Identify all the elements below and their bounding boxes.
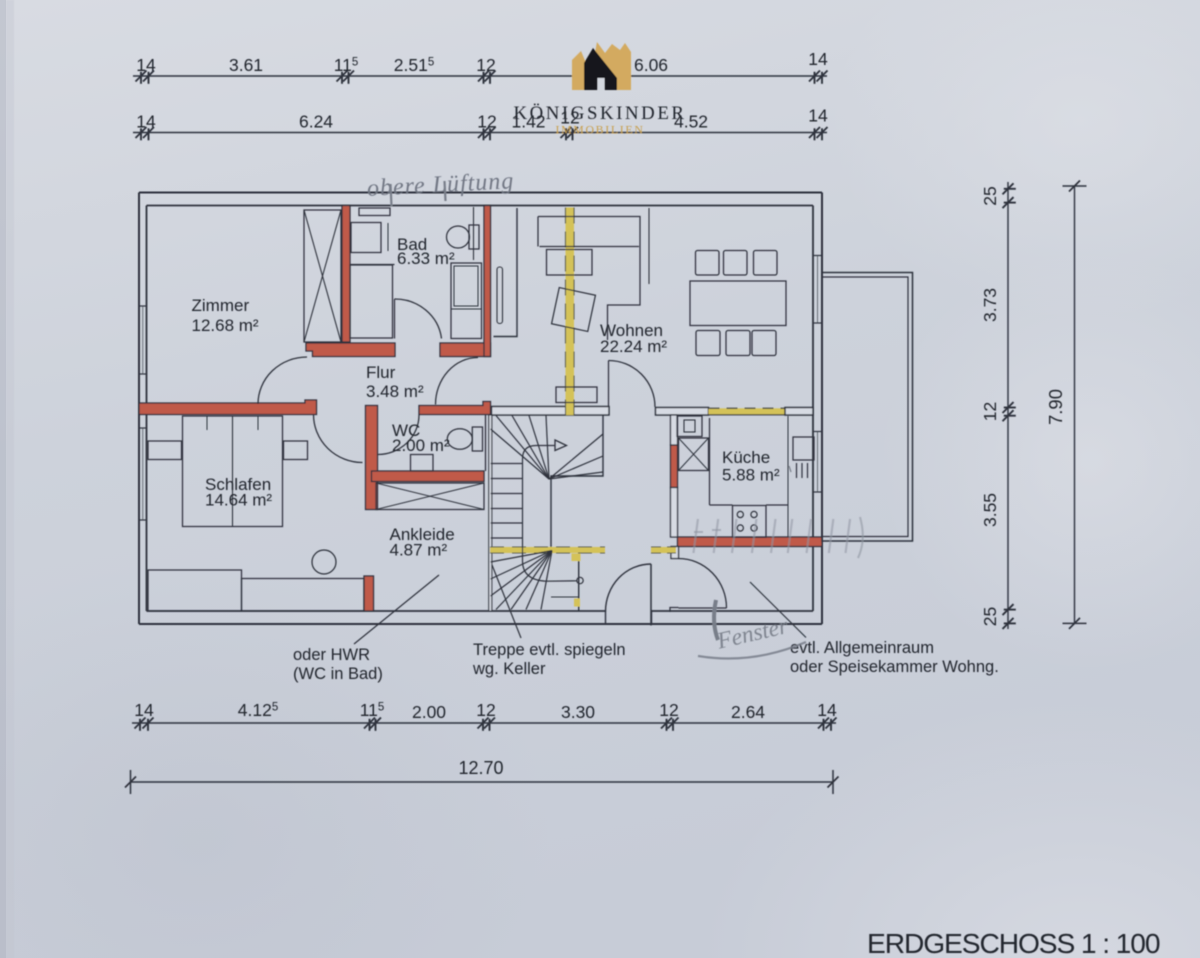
svg-text:3.30: 3.30 [561, 702, 595, 722]
svg-text:25: 25 [980, 607, 1000, 626]
svg-text:7.90: 7.90 [1045, 389, 1066, 425]
svg-text:12: 12 [476, 700, 495, 720]
svg-text:14: 14 [134, 700, 154, 720]
svg-text:Ankleide: Ankleide [390, 525, 455, 544]
svg-text:22.24 m²: 22.24 m² [600, 337, 667, 356]
svg-text:12: 12 [980, 402, 1000, 421]
svg-text:3.55: 3.55 [980, 493, 1000, 527]
svg-text:Bad: Bad [397, 235, 427, 254]
svg-text:Flur: Flur [366, 363, 396, 382]
svg-text:wg. Keller: wg. Keller [472, 660, 546, 678]
svg-text:12.68 m²: 12.68 m² [192, 316, 259, 335]
svg-text:6.24: 6.24 [299, 112, 333, 132]
svg-text:evtl. Allgemeinraum: evtl. Allgemeinraum [790, 639, 934, 657]
svg-text:4.52: 4.52 [674, 112, 708, 132]
svg-text:14.64 m²: 14.64 m² [205, 491, 272, 510]
svg-text:14: 14 [808, 106, 828, 126]
svg-text:4.87 m²: 4.87 m² [390, 541, 448, 560]
svg-text:Treppe evtl. spiegeln: Treppe evtl. spiegeln [473, 641, 626, 659]
svg-text:3.61: 3.61 [229, 55, 263, 75]
svg-text:12: 12 [659, 700, 678, 720]
svg-text:ERDGESCHOSS 1 : 100: ERDGESCHOSS 1 : 100 [867, 927, 1160, 958]
svg-text:Wohnen: Wohnen [600, 321, 663, 340]
svg-text:3.73: 3.73 [980, 288, 1000, 322]
svg-text:Schlafen: Schlafen [205, 475, 271, 494]
svg-text:2.64: 2.64 [731, 702, 765, 722]
svg-text:14: 14 [808, 49, 828, 69]
svg-text:12: 12 [477, 112, 496, 132]
svg-text:14: 14 [136, 55, 156, 75]
svg-text:12: 12 [476, 55, 495, 75]
svg-text:12: 12 [560, 108, 579, 128]
svg-text:6.06: 6.06 [634, 55, 668, 75]
svg-text:25: 25 [980, 186, 1000, 205]
svg-text:WC: WC [392, 421, 420, 440]
svg-text:5.88 m²: 5.88 m² [722, 466, 780, 485]
svg-text:oder HWR: oder HWR [293, 646, 370, 664]
svg-text:14: 14 [817, 700, 837, 720]
svg-text:2.00 m²: 2.00 m² [392, 436, 450, 455]
svg-text:4.125: 4.125 [238, 700, 278, 720]
svg-text:2.00: 2.00 [412, 702, 446, 722]
svg-text:6.33 m²: 6.33 m² [397, 249, 455, 268]
svg-text:oder Speisekammer Wohng.: oder Speisekammer Wohng. [790, 658, 999, 676]
svg-text:IMMOBILIEN: IMMOBILIEN [555, 123, 644, 137]
svg-text:1.42: 1.42 [511, 112, 545, 132]
svg-text:12.70: 12.70 [458, 758, 503, 778]
svg-text:14: 14 [136, 112, 156, 132]
svg-text:3.48 m²: 3.48 m² [366, 382, 424, 401]
svg-text:(WC in Bad): (WC in Bad) [293, 665, 383, 683]
svg-text:KÖNIGSKINDER: KÖNIGSKINDER [513, 103, 686, 124]
svg-text:Küche: Küche [722, 448, 770, 467]
svg-text:Zimmer: Zimmer [192, 296, 250, 315]
svg-text:2.515: 2.515 [394, 55, 434, 75]
